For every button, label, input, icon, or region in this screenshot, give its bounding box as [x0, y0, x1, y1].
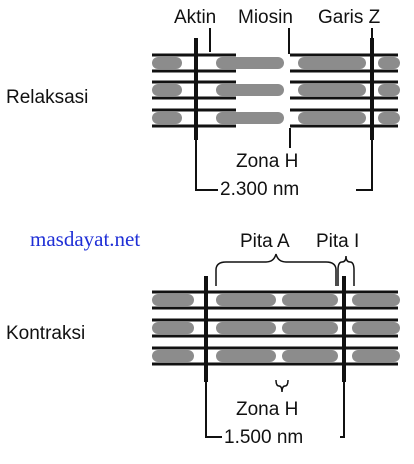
sarcomere-relaxed — [152, 28, 400, 191]
z-lines-relaxed — [194, 38, 374, 140]
label-miosin: Miosin — [238, 7, 293, 28]
label-pita-i: Pita I — [316, 231, 360, 252]
label-zona-h-relaxed: Zona H — [236, 151, 299, 172]
sarcomere-contracted — [152, 253, 400, 438]
pita-i-brace — [337, 255, 355, 286]
label-length-contracted: 1.500 nm — [224, 427, 304, 448]
label-aktin: Aktin — [174, 7, 217, 28]
actin-filaments-contracted — [152, 290, 398, 366]
length-bracket-relaxed — [195, 140, 373, 191]
label-kontraksi: Kontraksi — [6, 323, 86, 344]
length-bracket-contracted — [205, 382, 345, 438]
z-lines-contracted — [204, 276, 346, 382]
label-garis-z: Garis Z — [318, 7, 381, 28]
myosin-filaments-relaxed — [152, 57, 400, 124]
label-relaksasi: Relaksasi — [6, 87, 89, 108]
label-length-relaxed: 2.300 nm — [220, 179, 300, 200]
myosin-filaments-contracted — [152, 294, 400, 362]
zona-h-brace-contracted — [275, 379, 289, 393]
label-zona-h-contracted: Zona H — [236, 399, 299, 420]
watermark-text: masdayat.net — [30, 227, 141, 251]
pita-a-brace — [215, 253, 337, 286]
label-leaders-relaxed — [209, 28, 373, 54]
label-pita-a: Pita A — [240, 231, 290, 252]
